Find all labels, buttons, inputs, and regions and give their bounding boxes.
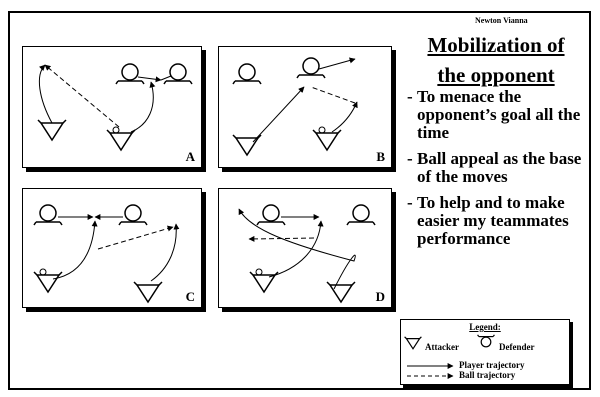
ball-icon (39, 268, 47, 276)
player-trajectory (331, 101, 358, 133)
diagram-d-drawing (238, 204, 376, 303)
legend-title: Legend: (469, 322, 501, 332)
player-trajectory (52, 220, 98, 280)
attacker-icon (249, 271, 279, 293)
bullet-list: -To menace the opponent’s goal all the t… (407, 88, 592, 256)
defender-icon (115, 63, 145, 85)
legend-symbols (404, 334, 495, 379)
attacker-legend-icon (404, 336, 422, 350)
panel-label: A (185, 149, 195, 164)
legend-attacker-label: Attacker (425, 342, 459, 352)
defender-icon (346, 204, 376, 226)
player-trajectory (150, 223, 180, 282)
player-trajectory (268, 220, 324, 278)
legend-defender-label: Defender (499, 342, 535, 352)
title-line-2: the opponent (437, 63, 555, 87)
panel-label: B (376, 149, 385, 164)
legend-box: Legend: Attacker Defender Player traject… (400, 319, 570, 385)
ball-trajectory (310, 86, 356, 104)
player-trajectory (38, 64, 53, 124)
diagram-b-drawing (232, 57, 358, 156)
panel-label: D (375, 289, 385, 304)
player-trajectory (160, 75, 172, 81)
diagram-a-drawing (37, 63, 193, 151)
attacker-icon (106, 129, 136, 151)
slide-frame (8, 11, 591, 390)
bullet-item: -To menace the opponent’s goal all the t… (407, 87, 581, 142)
player-trajectory (252, 86, 305, 143)
bullet-item: -To help and to make easier my teammates… (407, 193, 569, 248)
author-name: Newton Vianna (475, 16, 528, 25)
attacker-icon (133, 281, 163, 303)
bullet-item: -Ball appeal as the base of the moves (407, 149, 582, 186)
diagram-panel-c: C (22, 188, 202, 308)
diagram-panel-b: B (218, 46, 392, 168)
diagram-panel-a: A (22, 46, 202, 168)
attacker-icon (312, 129, 342, 151)
ball-trajectory (44, 64, 120, 128)
attacker-icon (326, 281, 356, 303)
defender-icon (33, 204, 63, 226)
defender-icon (256, 204, 286, 226)
ball-icon (318, 126, 326, 134)
slide-title: Mobilization of the opponent (405, 30, 587, 90)
player-trajectory (137, 76, 162, 83)
legend-ball-trajectory-label: Ball trajectory (459, 370, 516, 380)
player-trajectory (130, 81, 156, 133)
ball-icon (255, 268, 263, 276)
diagram-panel-d: D (218, 188, 392, 308)
diagram-c-drawing (33, 204, 180, 303)
legend-player-trajectory-label: Player trajectory (459, 360, 525, 370)
ball-trajectory (97, 225, 174, 250)
defender-icon (118, 204, 148, 226)
player-trajectory (238, 208, 356, 290)
player-trajectory (318, 57, 356, 70)
attacker-icon (33, 271, 63, 293)
panel-label: C (185, 289, 195, 304)
title-line-1: Mobilization of (427, 33, 565, 57)
defender-icon (232, 63, 262, 85)
defender-icon (163, 63, 193, 85)
ball-icon (112, 126, 120, 134)
defender-legend-icon (477, 334, 495, 348)
